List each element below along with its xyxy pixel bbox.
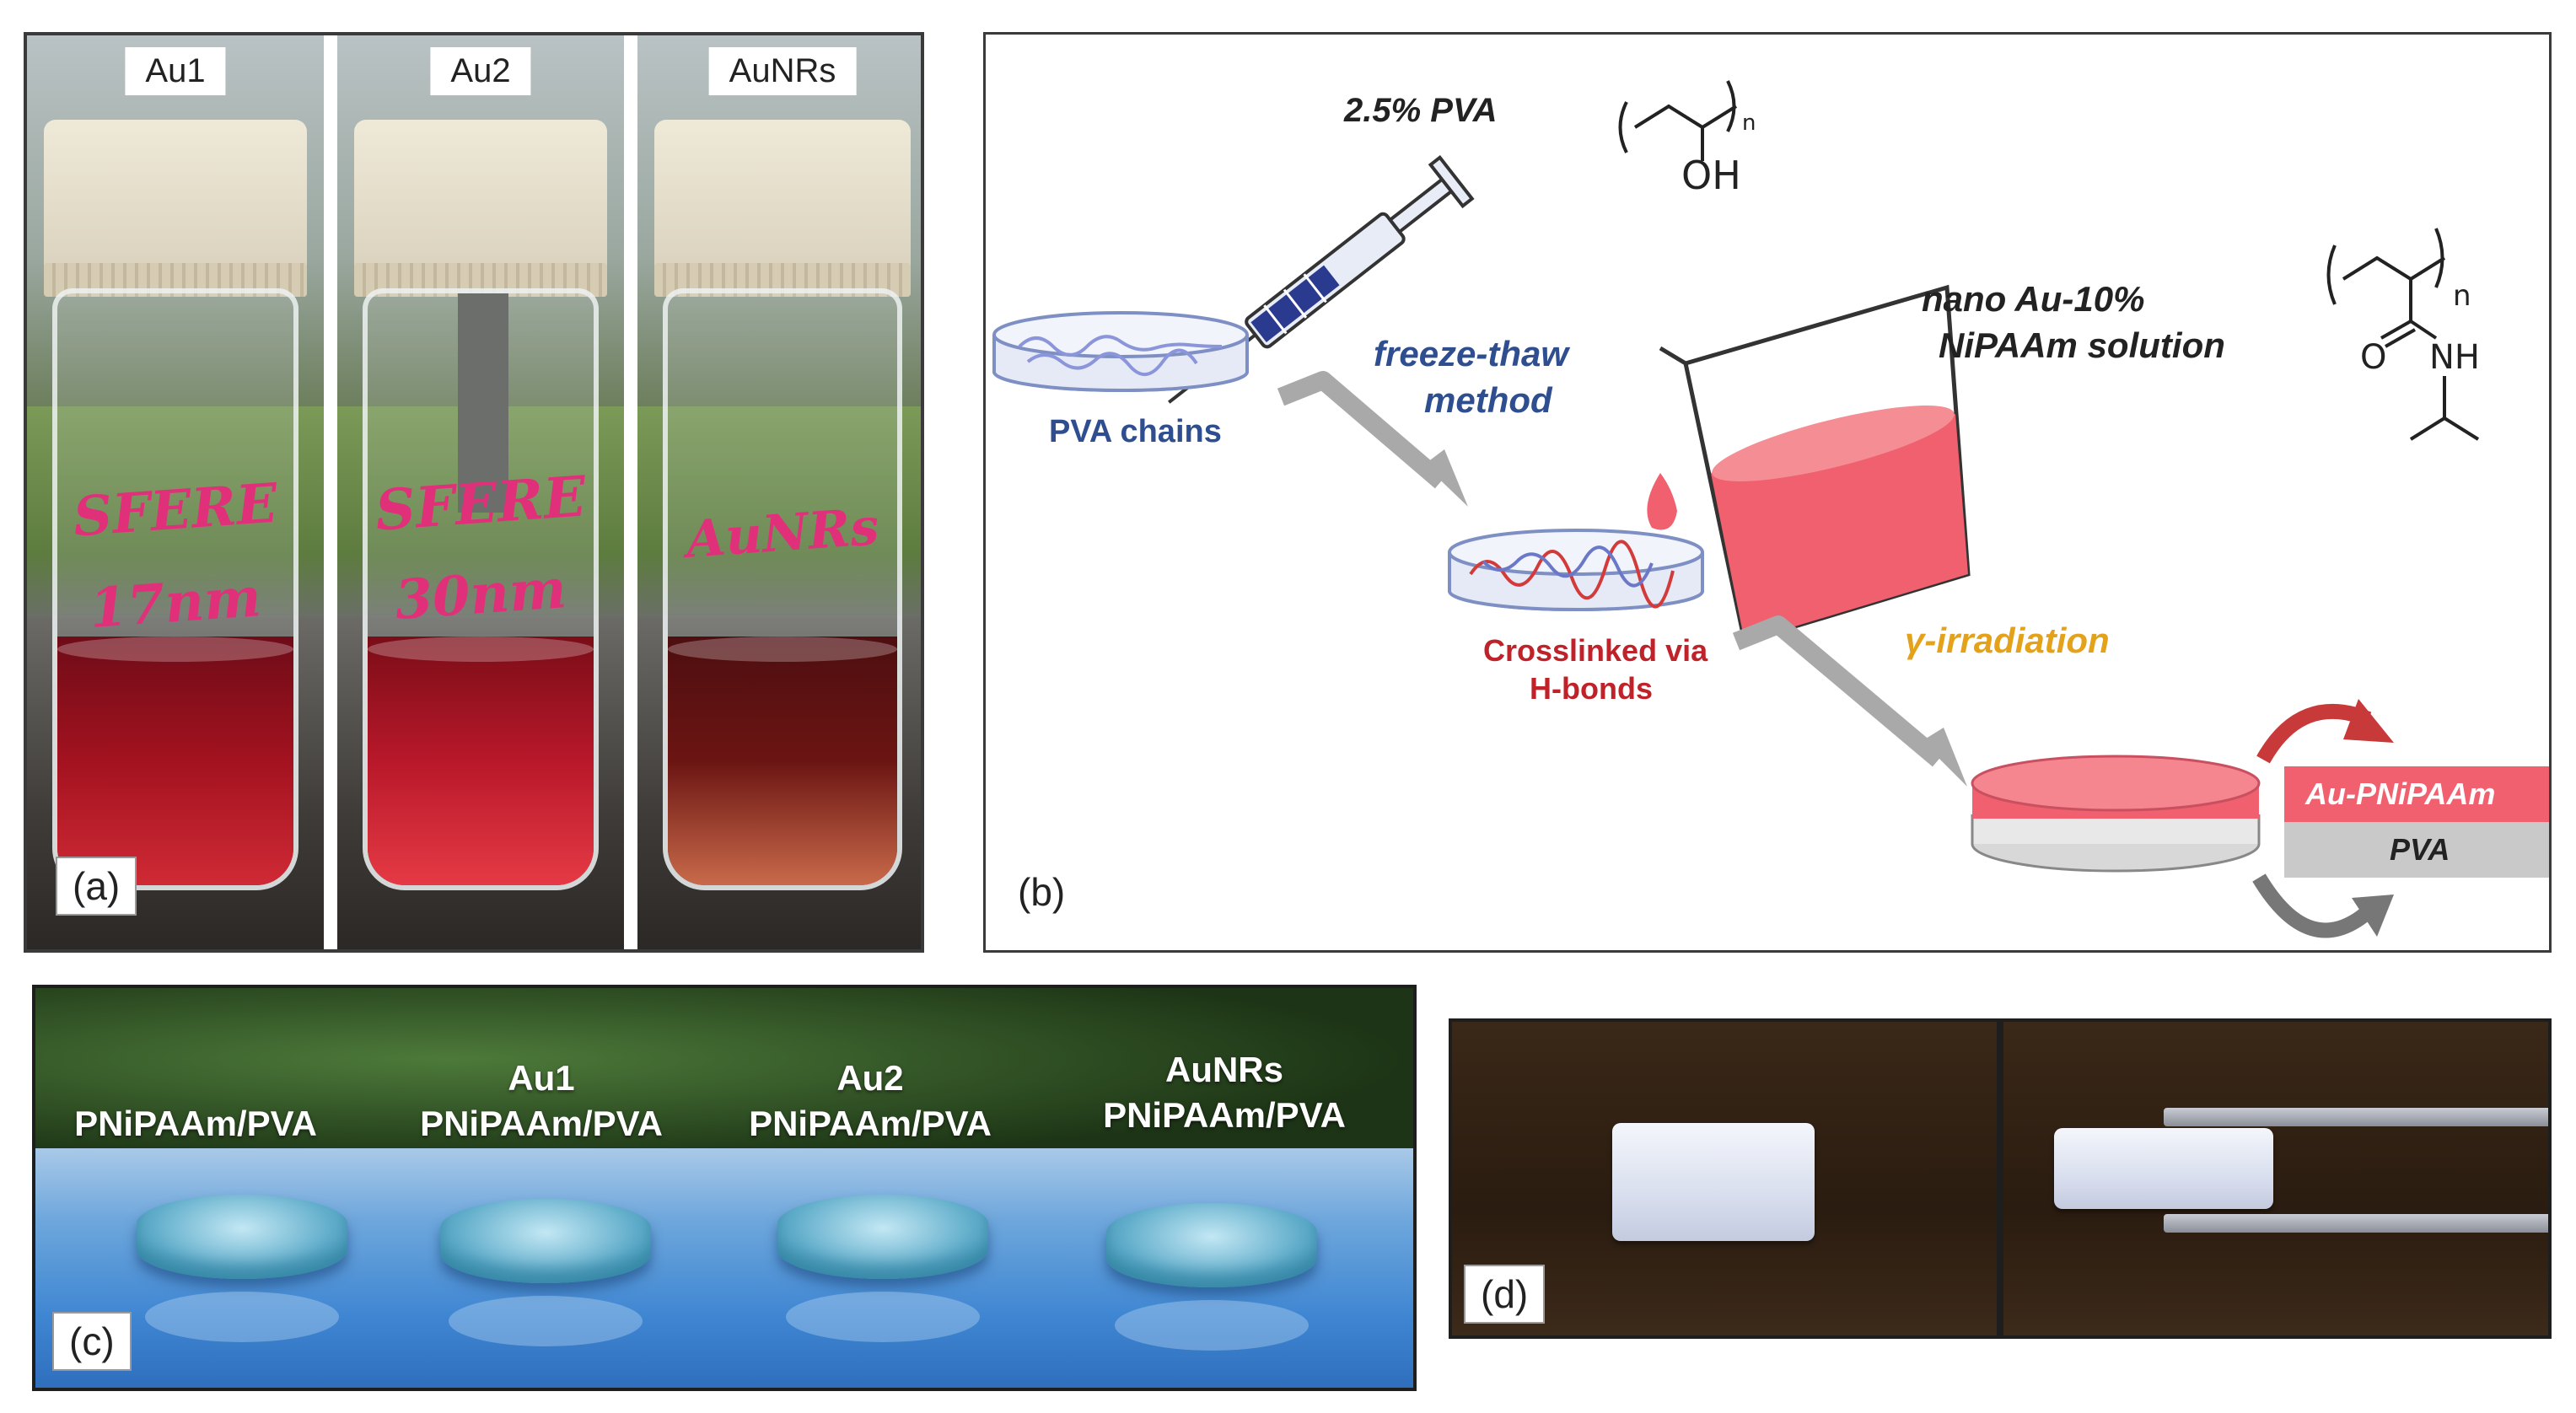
- vial-tag-aunrs: AuNRs: [708, 47, 857, 95]
- hydrogel-sample-1: [137, 1195, 347, 1279]
- hydrogel-disc: [1971, 755, 2261, 873]
- vial-photo-au2: SFERE 30nm Au2: [337, 35, 624, 949]
- vial-glass: SFERE 17nm: [52, 288, 298, 890]
- vial-liquid: [57, 637, 293, 885]
- tweezer-arm-top: [2164, 1108, 2548, 1126]
- arrowhead-icon: [2352, 895, 2394, 937]
- sample-label-4: AuNRs PNiPAAm/PVA: [1073, 1047, 1376, 1138]
- process-arrow-2: [1732, 615, 1945, 767]
- sample-label-2-line1: Au1: [508, 1058, 575, 1098]
- curved-arrow-icon: [2252, 873, 2374, 938]
- panel-label-b: (b): [1018, 870, 1066, 914]
- vial-tag-au2: Au2: [430, 47, 531, 95]
- vial-handwriting-line2: 17nm: [87, 566, 264, 641]
- process-arrow-1: [1277, 371, 1448, 489]
- sample-label-1: PNiPAAm/PVA: [44, 1056, 347, 1147]
- hydrogel-sample-4: [1106, 1203, 1317, 1287]
- hydrogel-sample-2: [440, 1199, 651, 1283]
- sample-label-1-line2: PNiPAAm/PVA: [74, 1104, 317, 1143]
- pva-subscript-n: n: [1742, 110, 1756, 136]
- vial-cap: [44, 120, 307, 288]
- vial-photo-au1: SFERE 17nm Au1: [27, 35, 324, 949]
- sample-label-3: Au2 PNiPAAm/PVA: [718, 1056, 1022, 1147]
- nipaam-oxygen: O: [2360, 338, 2387, 377]
- pva-oh-group: OH: [1681, 153, 1741, 198]
- vial-tag-au1: Au1: [125, 47, 226, 95]
- layer-label-au-pnipaam: Au-PNiPAAm: [2305, 776, 2496, 811]
- droplet-icon: [1647, 473, 1677, 530]
- vial-glass: AuNRs: [663, 288, 902, 890]
- layer-label-pva: PVA: [2390, 832, 2450, 867]
- panel-label-c: (c): [52, 1312, 132, 1371]
- vial-cap: [354, 120, 607, 288]
- nipaam-subscript-n: n: [2453, 279, 2471, 313]
- panel-label-d: (d): [1464, 1265, 1546, 1324]
- hydrogel-sample-3: [777, 1195, 988, 1279]
- petri-dish-crosslinked: [1448, 529, 1704, 611]
- beaker-icon: [1659, 284, 1971, 645]
- layer-bottom-bar: [2284, 822, 2549, 878]
- nano-au-label-line1: nano Au-10%: [1922, 279, 2145, 319]
- arrowhead-icon: [1922, 728, 1967, 787]
- arrowhead-icon: [2343, 699, 2394, 743]
- vial-glass: SFERE 30nm: [363, 288, 599, 890]
- panel-b-schematic: 2.5% PVA n OH PVA chains freeze-thaw met…: [983, 32, 2552, 953]
- nipaam-nh-group: NH: [2429, 338, 2480, 377]
- pva-concentration-label: 2.5% PVA: [1344, 92, 1498, 129]
- sample-label-4-line1: AuNRs: [1164, 1050, 1283, 1089]
- panel-a-vial-photo: SFERE 17nm Au1 SFERE 30nm Au2 AuNRs AuNR…: [24, 32, 924, 953]
- vial-handwriting-line1: SFERE: [71, 471, 280, 550]
- gamma-irradiation-label: γ-irradiation: [1905, 621, 2110, 660]
- vial-handwriting-line1: AuNRs: [684, 497, 881, 570]
- freeze-thaw-label-line2: method: [1424, 380, 1552, 420]
- nano-au-label-line2: NiPAAm solution: [1939, 325, 2225, 365]
- pva-structure-icon: [1618, 80, 1738, 161]
- sample-label-3-line2: PNiPAAm/PVA: [749, 1104, 992, 1143]
- vial-cap: [654, 120, 911, 288]
- schematic-drawing: [992, 80, 2549, 938]
- tweezer-arm-bottom: [2164, 1214, 2548, 1233]
- sample-label-4-line2: PNiPAAm/PVA: [1103, 1095, 1346, 1135]
- hydrogel-piece: [2054, 1128, 2273, 1209]
- sample-label-3-line1: Au2: [836, 1058, 904, 1098]
- sample-label-2-line2: PNiPAAm/PVA: [420, 1104, 663, 1143]
- sample-label-2: Au1 PNiPAAm/PVA: [390, 1056, 693, 1147]
- crosslinked-label-line2: H-bonds: [1530, 671, 1653, 706]
- freeze-thaw-label-line1: freeze-thaw: [1374, 334, 1569, 373]
- syringe-icon: [1168, 155, 1475, 404]
- nipaam-structure-icon: [2326, 228, 2480, 441]
- arrowhead-icon: [1424, 449, 1468, 507]
- panel-label-a: (a): [56, 857, 137, 916]
- crosslinked-label-line1: Crosslinked via: [1483, 633, 1708, 668]
- layer-top-bar: [2284, 766, 2549, 822]
- vial-handwriting-line2: 30nm: [392, 557, 569, 632]
- photo-hydrogel-tweezers: [2003, 1022, 2548, 1335]
- vial-liquid: [668, 637, 897, 885]
- vial-handwriting-line1: SFERE: [373, 463, 589, 544]
- panel-c-hydrogel-photo: PNiPAAm/PVA Au1 PNiPAAm/PVA Au2 PNiPAAm/…: [32, 985, 1417, 1391]
- vial-liquid: [368, 637, 594, 885]
- sample-label-1-line1: [44, 1056, 347, 1101]
- panel-d-hydrogel-handling-photo: (d): [1449, 1018, 2552, 1339]
- pva-chains-label: PVA chains: [1049, 414, 1222, 449]
- hydrogel-piece: [1612, 1123, 1815, 1241]
- petri-dish-pva: [992, 311, 1249, 392]
- vial-photo-aunrs: AuNRs AuNRs: [637, 35, 921, 949]
